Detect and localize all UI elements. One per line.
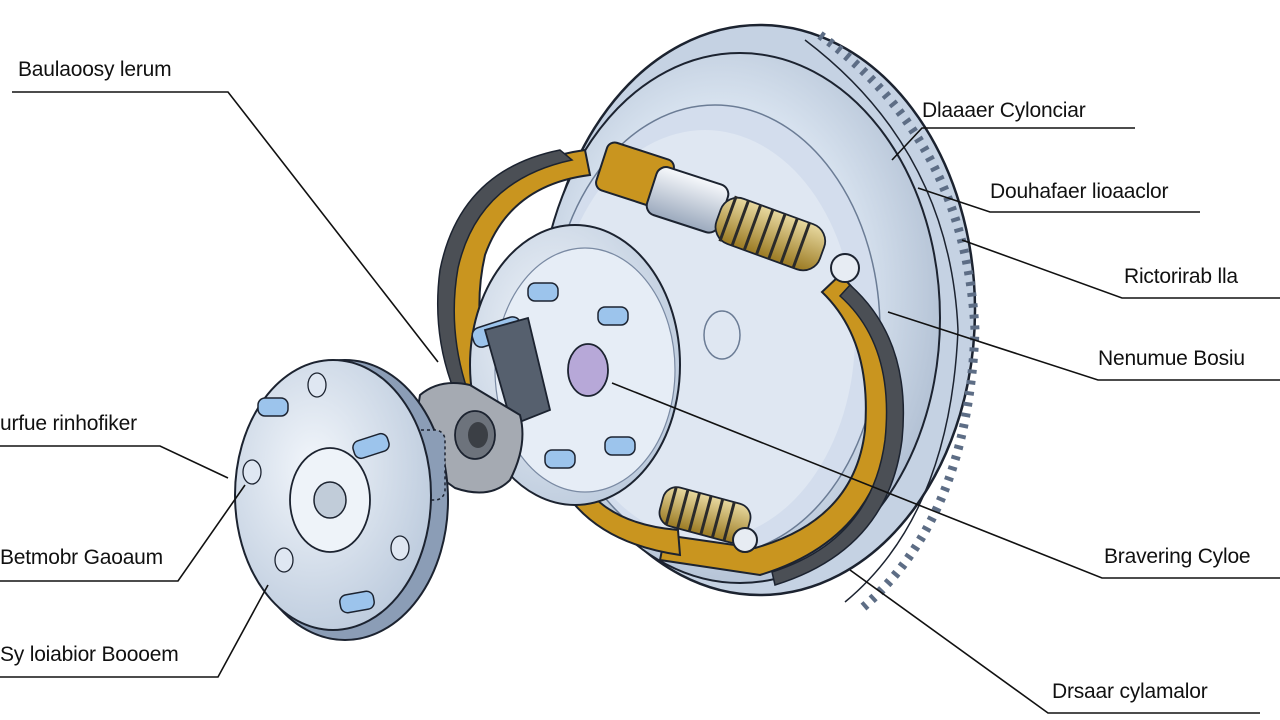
leader-line-left-2 bbox=[0, 445, 229, 479]
leader-line-right-2 bbox=[917, 187, 1200, 213]
leader-line-left-1 bbox=[12, 91, 439, 363]
label-right-2: Douhafaer lioaaclor bbox=[990, 180, 1169, 203]
leader-lines bbox=[0, 91, 1280, 714]
label-left-2: urfue rinhofiker bbox=[0, 412, 137, 435]
wheel-cylinder-icon bbox=[658, 486, 758, 553]
leader-line-right-6 bbox=[849, 569, 1260, 714]
label-right-1: Dlaaaer Cylonciar bbox=[922, 99, 1086, 122]
hub-flange-icon bbox=[234, 359, 449, 641]
leader-line-left-3 bbox=[0, 484, 246, 582]
return-spring-icon bbox=[595, 141, 860, 283]
label-right-6: Drsaar cylamalor bbox=[1052, 680, 1208, 703]
leader-line-left-4 bbox=[0, 584, 269, 678]
label-right-4: Nenumue Bosiu bbox=[1098, 347, 1245, 370]
label-right-5: Bravering Cyloe bbox=[1104, 545, 1251, 568]
label-left-1: Baulaoosy lerum bbox=[18, 58, 172, 81]
label-right-3: Rictorirab lla bbox=[1124, 265, 1238, 288]
leader-line-right-3 bbox=[961, 239, 1280, 299]
label-left-3: Betmobr Gaoaum bbox=[0, 546, 163, 569]
leader-line-right-4 bbox=[887, 311, 1280, 381]
leader-line-right-5 bbox=[611, 382, 1280, 579]
label-left-4: Sy loiabior Boooem bbox=[0, 643, 179, 666]
leader-line-right-1 bbox=[891, 127, 1135, 161]
